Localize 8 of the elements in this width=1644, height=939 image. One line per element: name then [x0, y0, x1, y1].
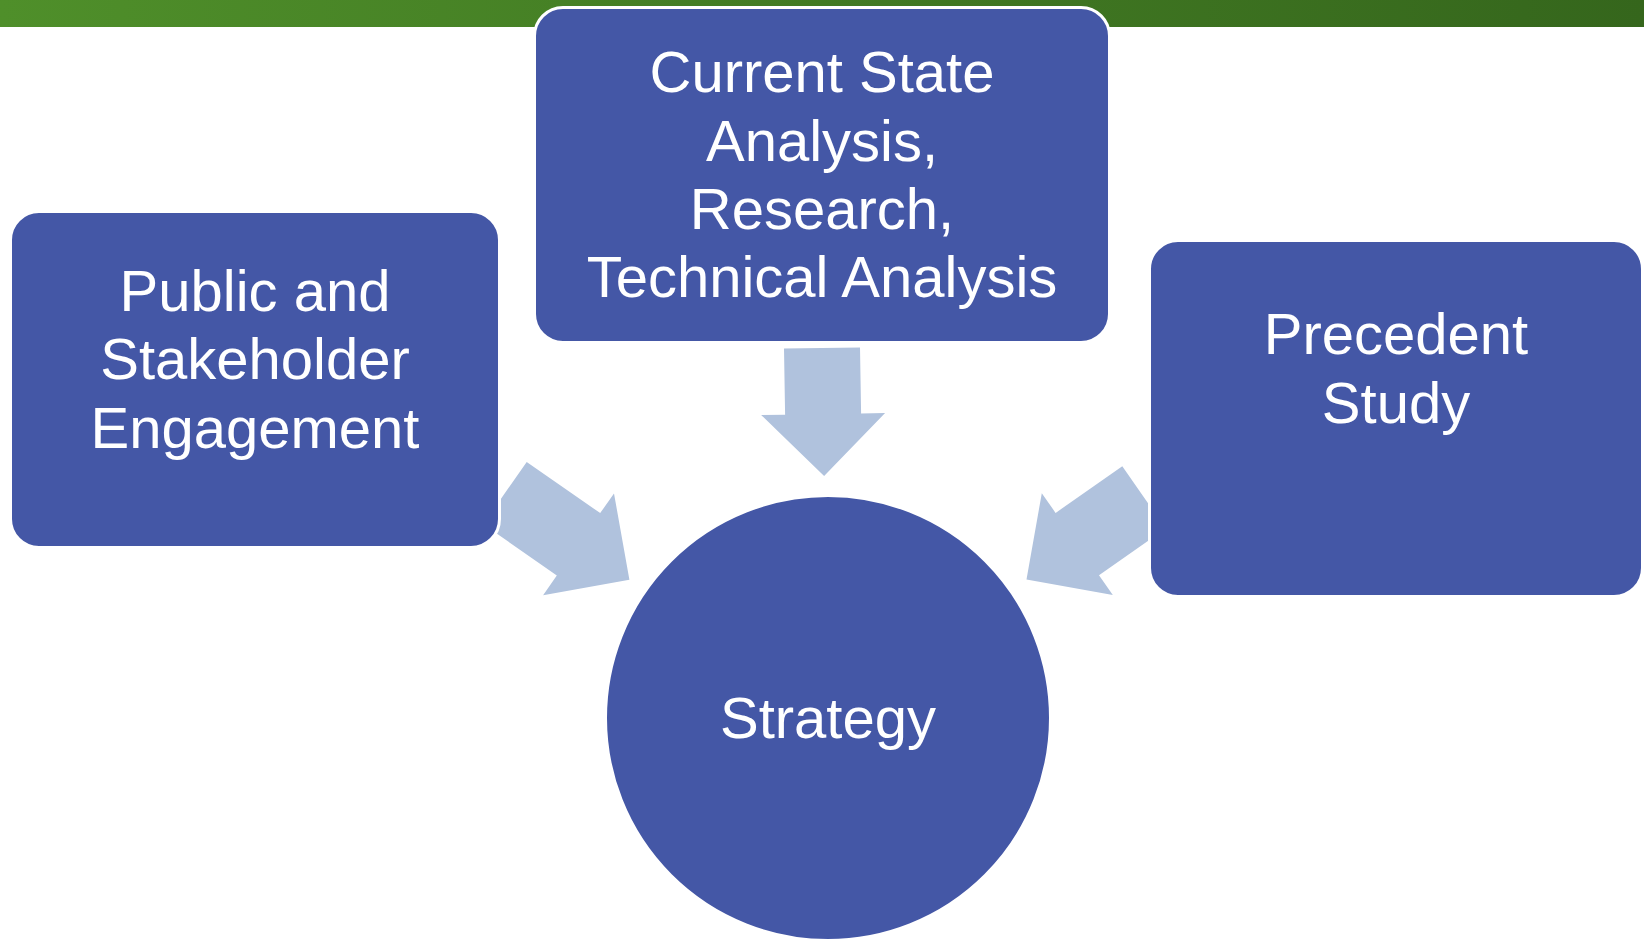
node-label: Precedent Study	[1262, 300, 1530, 437]
node-label: Current State Analysis, Research, Technical Analysis	[585, 38, 1059, 312]
node-label: Strategy	[720, 683, 936, 752]
process-box	[533, 6, 1111, 344]
node-label: Public and Stakeholder Engagement	[89, 256, 421, 462]
process-box	[9, 210, 501, 549]
block-arrow	[761, 347, 886, 476]
process-box	[1148, 239, 1644, 598]
